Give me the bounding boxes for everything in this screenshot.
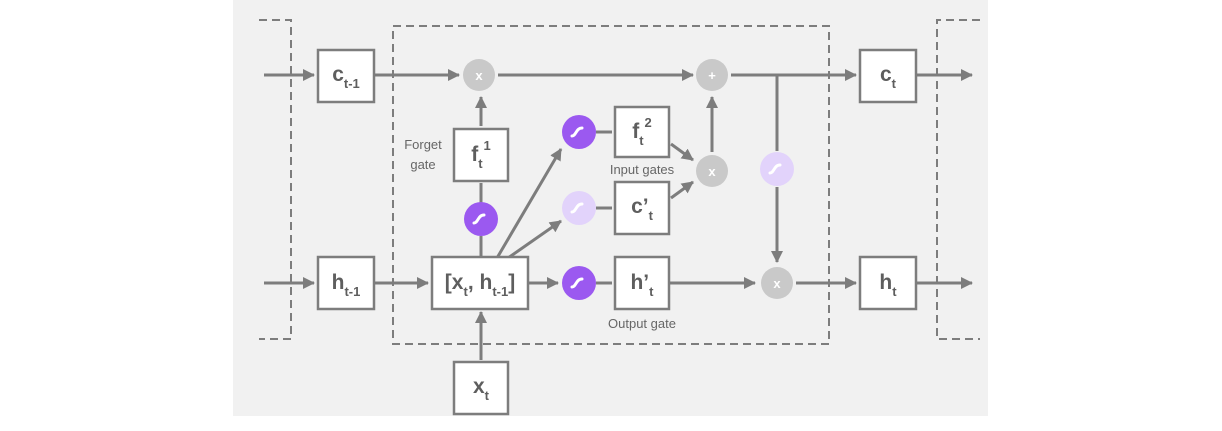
c-cand-symbol: c’ xyxy=(631,195,649,218)
forget-multiply-op: x xyxy=(463,59,495,91)
input-multiply-symbol: x xyxy=(708,164,716,179)
c-t-box: ct xyxy=(858,48,918,104)
c-prev-box-frame xyxy=(316,48,376,104)
candidate-tanh-node xyxy=(562,191,596,225)
input-multiply-op: x xyxy=(696,155,728,187)
c-t-box-frame xyxy=(858,48,918,104)
c-prev-symbol: c xyxy=(332,63,344,86)
add-op: + xyxy=(696,59,728,91)
x-t-symbol: x xyxy=(473,375,485,398)
concat-mid: , h xyxy=(468,271,493,294)
forget-multiply-circle xyxy=(463,59,495,91)
input-multiply-circle xyxy=(696,155,728,187)
output-multiply-op: x xyxy=(761,267,793,299)
h-cand-subscript: t xyxy=(649,284,654,299)
cell-tanh-node xyxy=(760,152,794,186)
c-prev-label: ct-1 xyxy=(332,63,360,91)
forget-gate-box: ft1 xyxy=(452,127,510,183)
c-t-symbol: c xyxy=(880,63,892,86)
f1-symbol: f xyxy=(471,143,479,166)
c-t-subscript: t xyxy=(892,76,897,91)
concat-close: ] xyxy=(508,271,515,294)
c-cand-label: c’t xyxy=(631,195,654,223)
h-cand-symbol: h’ xyxy=(630,271,649,294)
f1-subscript: t xyxy=(478,156,483,171)
f2-subscript: t xyxy=(639,133,644,148)
h-t-symbol: h xyxy=(879,271,892,294)
connections xyxy=(264,69,973,360)
previous-cell-frame xyxy=(259,19,292,340)
x-t-box-frame xyxy=(452,360,510,416)
forget-gate-caption-line2: gate xyxy=(410,157,435,172)
arrow-concat-to-input-sigmoid xyxy=(495,148,563,259)
concat-box: [xt, ht-1] xyxy=(430,255,530,311)
input-sigmoid-node xyxy=(562,115,596,149)
add-symbol: + xyxy=(708,68,716,83)
h-prev-box: ht-1 xyxy=(316,255,376,311)
h-t-label: ht xyxy=(879,271,897,299)
f2-label: ft2 xyxy=(632,115,652,148)
f2-box-frame xyxy=(613,105,671,159)
arrow-concat-to-candidate-tanh xyxy=(507,219,562,260)
input-sigmoid-circle xyxy=(562,115,596,149)
output-sigmoid-circle xyxy=(562,266,596,300)
sigmoid-icon xyxy=(570,126,584,138)
c-prev-box: ct-1 xyxy=(316,48,376,104)
h-prev-label: ht-1 xyxy=(332,271,361,299)
h-prev-subscript: t-1 xyxy=(344,284,360,299)
forget-sigmoid-circle xyxy=(464,202,498,236)
sigmoid-icon xyxy=(472,213,486,225)
forget-gate-caption-line1: Forget xyxy=(404,137,442,152)
h-prev-box-frame xyxy=(316,255,376,311)
concat-label: [xt, ht-1] xyxy=(445,271,515,299)
f1-label: ft1 xyxy=(471,138,491,171)
output-multiply-symbol: x xyxy=(773,276,781,291)
concat-sub-h: t-1 xyxy=(492,284,508,299)
h-t-box: ht xyxy=(858,255,918,311)
output-sigmoid-node xyxy=(562,266,596,300)
tanh-icon xyxy=(570,202,584,214)
concat-box-frame xyxy=(430,255,530,311)
concat-sub-x: t xyxy=(463,284,468,299)
f1-box-frame xyxy=(452,127,510,183)
f2-superscript: 2 xyxy=(645,115,652,130)
f1-superscript: 1 xyxy=(484,138,491,153)
h-t-subscript: t xyxy=(892,284,897,299)
forget-multiply-symbol: x xyxy=(475,68,483,83)
sigmoid-icon xyxy=(570,277,584,289)
x-t-label: xt xyxy=(473,375,490,403)
tanh-icon xyxy=(768,163,782,175)
candidate-hidden-box: h’t xyxy=(613,255,671,311)
arrow-f2-to-input-multiply xyxy=(670,142,694,162)
c-prev-subscript: t-1 xyxy=(344,76,360,91)
h-prev-symbol: h xyxy=(332,271,345,294)
h-cand-box-frame xyxy=(613,255,671,311)
input-gate-box: ft2 xyxy=(613,105,671,159)
output-multiply-circle xyxy=(761,267,793,299)
cell-tanh-circle xyxy=(760,152,794,186)
next-cell-frame xyxy=(936,19,980,340)
candidate-tanh-circle xyxy=(562,191,596,225)
candidate-cell-box: c’t xyxy=(613,180,671,236)
f2-symbol: f xyxy=(632,120,640,143)
input-gates-caption: Input gates xyxy=(610,162,675,177)
add-circle xyxy=(696,59,728,91)
x-t-box: xt xyxy=(452,360,510,416)
concat-open: [x xyxy=(445,271,464,294)
c-cand-box-frame xyxy=(613,180,671,236)
c-cand-subscript: t xyxy=(649,208,654,223)
c-t-label: ct xyxy=(880,63,897,91)
x-t-subscript: t xyxy=(485,388,490,403)
arrow-c-cand-to-input-multiply xyxy=(670,180,694,200)
forget-sigmoid-node xyxy=(464,202,498,236)
output-gate-caption: Output gate xyxy=(608,316,676,331)
h-t-box-frame xyxy=(858,255,918,311)
h-cand-label: h’t xyxy=(630,271,654,299)
